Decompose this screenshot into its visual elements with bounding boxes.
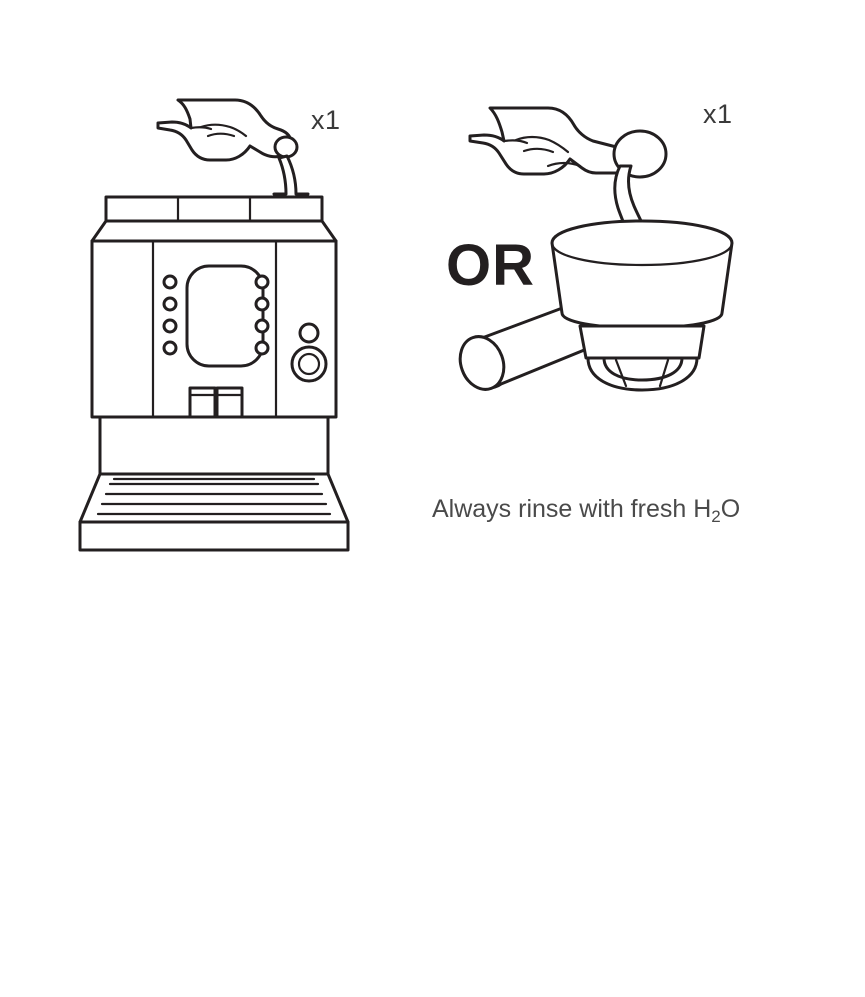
- rinse-note-prefix: Always rinse with fresh H: [432, 495, 712, 523]
- count-label-right: x1: [703, 99, 733, 129]
- hand-holding-tablet-icon: [468, 106, 638, 176]
- machine-buttons-right[interactable]: [254, 274, 270, 356]
- hand-holding-tablet-icon: [156, 98, 299, 162]
- espresso-machine-icon: [78, 98, 350, 552]
- machine-indicator-light: [298, 322, 320, 344]
- rinse-note: Always rinse with fresh H2O: [432, 495, 740, 527]
- machine-lid: [104, 195, 324, 223]
- or-separator: OR: [446, 233, 535, 298]
- machine-top-bevel: [90, 219, 338, 243]
- machine-base: [78, 520, 350, 552]
- portafilter-basket: [550, 219, 734, 330]
- rinse-note-subscript: 2: [711, 506, 721, 526]
- portafilter-collar: [578, 324, 706, 360]
- rinse-note-suffix: O: [720, 495, 741, 523]
- count-label-left: x1: [311, 105, 341, 135]
- machine-drip-tray: [78, 472, 350, 524]
- portafilter-icon: [458, 106, 734, 392]
- machine-pedestal: [98, 415, 330, 476]
- machine-buttons-left[interactable]: [162, 274, 178, 356]
- machine-display: [185, 264, 265, 368]
- portafilter-illustration-panel: [420, 70, 840, 450]
- machine-control-knob[interactable]: [290, 345, 328, 383]
- machine-illustration-panel: [60, 70, 390, 552]
- portafilter-spout: [586, 356, 699, 392]
